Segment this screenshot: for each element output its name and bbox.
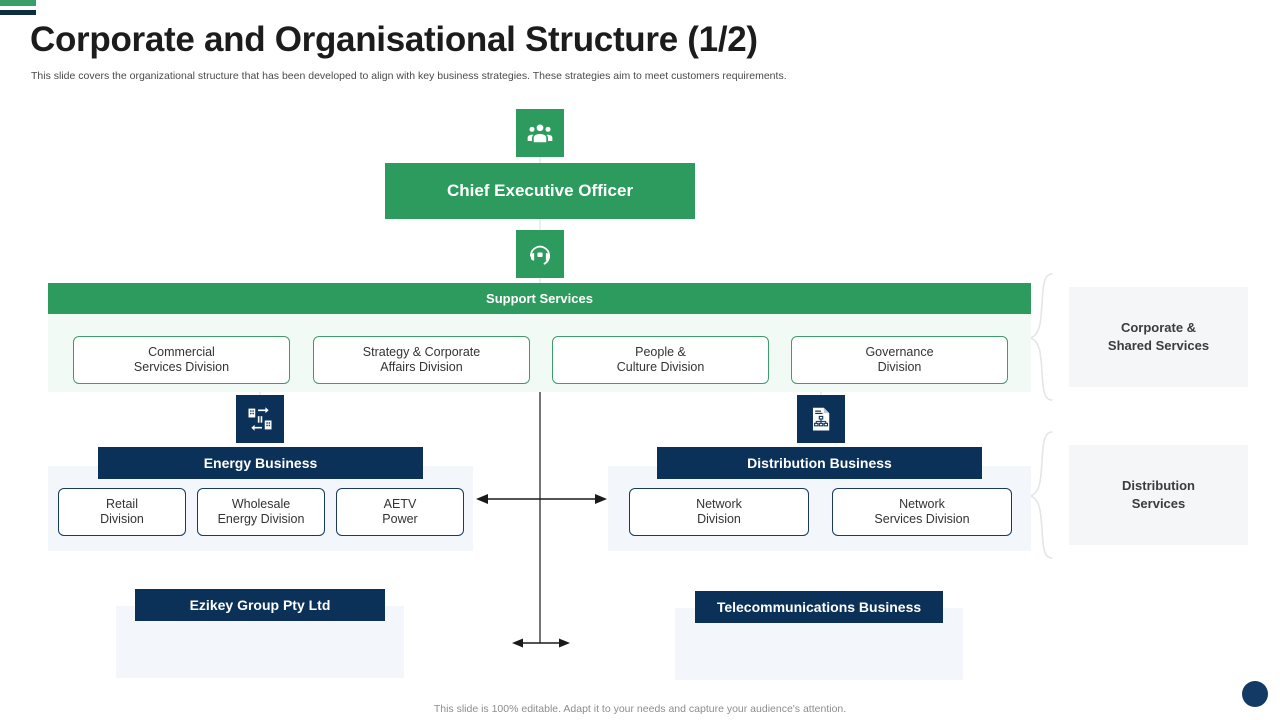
support-division-people[interactable]: People & Culture Division <box>552 336 769 384</box>
page-subtitle: This slide covers the organizational str… <box>31 70 787 82</box>
division-line-2: Energy Division <box>217 512 305 526</box>
side-label-distribution-services: Distribution Services <box>1069 445 1248 545</box>
telecommunications-header[interactable]: Telecommunications Business <box>695 591 943 623</box>
division-line-2: Culture Division <box>616 360 705 374</box>
division-line-2: Services Division <box>874 512 970 526</box>
distribution-division-network-services[interactable]: Network Services Division <box>832 488 1012 536</box>
energy-business-header[interactable]: Energy Business <box>98 447 423 479</box>
division-line-1: Wholesale <box>231 496 291 511</box>
division-line-2: Services Division <box>133 360 230 374</box>
distribution-business-title: Distribution Business <box>747 455 892 471</box>
energy-business-title: Energy Business <box>203 455 318 471</box>
side-label-corporate-shared-services: Corporate & Shared Services <box>1069 287 1248 387</box>
distribution-business-header[interactable]: Distribution Business <box>657 447 982 479</box>
accent-bar-green <box>0 0 36 6</box>
division-line-2: Affairs Division <box>380 360 463 374</box>
footer-note: This slide is 100% editable. Adapt it to… <box>433 703 847 715</box>
ezikey-group-header[interactable]: Ezikey Group Pty Ltd <box>135 589 385 621</box>
distribution-division-network[interactable]: Network Division <box>629 488 809 536</box>
corner-dot-decoration <box>1242 681 1268 707</box>
support-services-header[interactable]: Support Services <box>48 283 1031 314</box>
headset-support-icon <box>516 230 564 278</box>
energy-division-aetv[interactable]: AETV Power <box>336 488 464 536</box>
support-services-title: Support Services <box>486 291 593 306</box>
division-line-1: AETV <box>383 496 417 511</box>
people-group-icon <box>516 109 564 157</box>
side-label-line-2: Shared Services <box>1107 338 1210 353</box>
page-title: Corporate and Organisational Structure (… <box>30 20 758 59</box>
division-line-1: Strategy & Corporate <box>362 344 481 359</box>
ezikey-group-title: Ezikey Group Pty Ltd <box>189 597 331 613</box>
side-label-line-2: Services <box>1131 496 1186 511</box>
division-line-1: People & <box>635 344 686 359</box>
division-line-1: Governance <box>865 344 934 359</box>
side-label-line-1: Corporate & <box>1120 320 1197 336</box>
division-line-2: Division <box>697 512 741 526</box>
division-line-1: Network <box>696 496 742 511</box>
support-division-governance[interactable]: Governance Division <box>791 336 1008 384</box>
accent-bar-navy <box>0 10 36 15</box>
energy-division-wholesale[interactable]: Wholesale Energy Division <box>197 488 325 536</box>
support-division-strategy[interactable]: Strategy & Corporate Affairs Division <box>313 336 530 384</box>
support-division-commercial[interactable]: Commercial Services Division <box>73 336 290 384</box>
document-orgchart-icon <box>797 395 845 443</box>
ceo-box[interactable]: Chief Executive Officer <box>385 163 695 219</box>
division-line-2: Division <box>100 512 144 526</box>
building-exchange-icon <box>236 395 284 443</box>
telecommunications-title: Telecommunications Business <box>716 599 922 615</box>
division-line-1: Retail <box>106 496 138 511</box>
division-line-2: Division <box>877 360 922 374</box>
ceo-label: Chief Executive Officer <box>446 181 634 200</box>
division-line-1: Network <box>899 496 945 511</box>
side-label-line-1: Distribution <box>1122 478 1195 494</box>
division-line-1: Commercial <box>148 344 215 359</box>
energy-division-retail[interactable]: Retail Division <box>58 488 186 536</box>
division-line-2: Power <box>382 512 418 526</box>
